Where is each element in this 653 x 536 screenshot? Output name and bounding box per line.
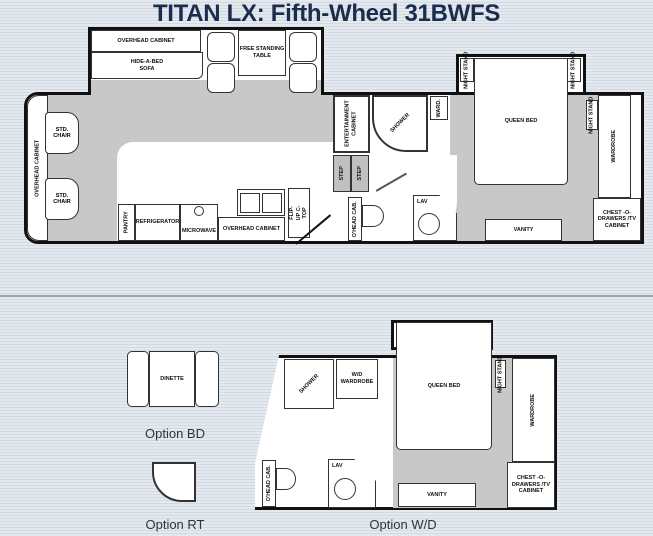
wd-wardrobe: W/D WARDROBE: [336, 359, 378, 399]
night-stand: NIGHT STAND: [567, 51, 581, 89]
dinette: DINETTE: [149, 351, 195, 407]
entertainment-cabinet: ENTERTAINMENT CABINET: [333, 95, 370, 153]
dinette-chair: [289, 63, 317, 93]
lav-sink-icon: [418, 213, 440, 235]
section-divider: [0, 295, 653, 297]
ward: WARD.: [430, 96, 448, 120]
dinette-seat: [195, 351, 219, 407]
wd-vanity: VANITY: [398, 483, 476, 507]
dinette-chair: [207, 63, 235, 93]
std-chair[interactable]: STD. CHAIR: [45, 112, 79, 154]
option-rt-caption: Option RT: [145, 517, 205, 532]
slideout-floor: [91, 80, 321, 96]
dinette-seat: [127, 351, 149, 407]
sink-basin-icon: [262, 192, 282, 213]
wd-chest-of-drawers: CHEST -O- DRAWERS /TV CABINET: [507, 462, 555, 508]
wd-wardrobe-tall: WARDROBE: [512, 358, 555, 462]
dinette-chair: [207, 32, 235, 62]
refrigerator: REFRIGERATOR: [135, 204, 180, 241]
option-bd-caption: Option BD: [145, 426, 205, 441]
std-chair[interactable]: STD. CHAIR: [45, 178, 79, 220]
flip-up-c-top[interactable]: FLIP-UP C-TOP: [288, 188, 310, 238]
wardrobe: WARDROBE: [598, 95, 631, 198]
ohead-cab: O'HEAD CAB.: [348, 197, 362, 241]
kitchen-overhead-cabinet: OVERHEAD CABINET: [218, 217, 285, 241]
pantry: PANTRY: [118, 204, 135, 241]
dinette-chair: [289, 32, 317, 62]
vanity: VANITY: [485, 219, 562, 241]
option-wd-caption: Option W/D: [369, 517, 437, 532]
step: STEP: [333, 155, 351, 192]
overhead-cabinet-slide: OVERHEAD CABINET: [91, 30, 201, 52]
night-stand: NIGHT STAND: [460, 51, 474, 89]
shower: SHOWER: [372, 95, 428, 152]
free-standing-table[interactable]: FREE STANDING TABLE: [238, 30, 286, 76]
wd-night-stand: NIGHT STAND: [495, 355, 506, 393]
corner-shower-icon: [152, 462, 196, 502]
chest-of-drawers: CHEST -O- DRAWERS /TV CABINET: [593, 198, 641, 241]
step: STEP: [351, 155, 369, 192]
wd-toilet-icon: [276, 468, 296, 490]
front-overhead-cabinet: OVERHEAD CABINET: [27, 95, 48, 241]
night-stand: NIGHT STAND: [586, 96, 598, 134]
sink-basin-icon: [240, 192, 260, 213]
stove-burner-icon: [194, 206, 204, 216]
hide-a-bed-sofa[interactable]: HIDE-A-BED SOFA: [91, 52, 203, 79]
wd-ohead-cab: O'HEAD CAB.: [262, 460, 276, 507]
sink: [237, 189, 285, 216]
queen-bed[interactable]: QUEEN BED: [474, 58, 568, 185]
toilet-icon: [362, 205, 384, 227]
wd-queen-bed[interactable]: QUEEN BED: [396, 322, 492, 450]
page-title: TITAN LX: Fifth-Wheel 31BWFS: [152, 0, 501, 27]
wd-lav-sink-icon: [334, 478, 356, 500]
wd-shower: SHOWER: [284, 359, 334, 409]
